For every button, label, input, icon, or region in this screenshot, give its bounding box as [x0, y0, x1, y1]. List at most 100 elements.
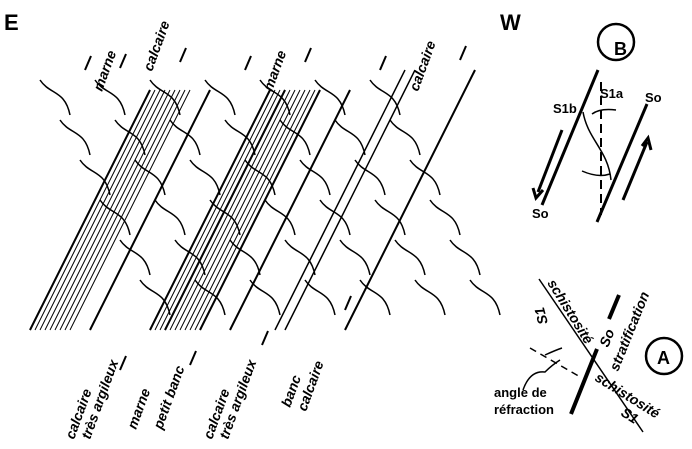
label-s1-top: S1 [531, 305, 551, 326]
cleavage-curve [314, 79, 346, 116]
clay-hatch [59, 89, 181, 331]
cleavage-curve [174, 239, 206, 276]
rotation-arrow-top [591, 108, 617, 115]
label-marne-top-1: marne [90, 48, 119, 93]
label-schistosite-top: schistosité [544, 276, 596, 347]
label-so-bottom: So [532, 206, 549, 221]
cleavage-curve [94, 79, 126, 116]
cleavage-curve [389, 119, 421, 156]
label-a: A [657, 348, 670, 368]
cleavage-curve [204, 79, 236, 116]
diagram-a [522, 278, 684, 433]
clay-hatch [194, 89, 316, 331]
label-calcaire-top-2: calcaire [406, 38, 439, 93]
arrow-head-up [640, 134, 653, 151]
bed-boundary [89, 89, 211, 331]
bed-dash-bottom [261, 330, 269, 346]
diagram-a-labels: A S1 schistosité So stratification schis… [494, 276, 670, 427]
label-a-circle [644, 336, 684, 376]
cleavage-curve [79, 159, 111, 196]
bed-dash-top [459, 45, 467, 61]
cleavage-curve [59, 119, 91, 156]
shear-arrow-up [621, 141, 649, 201]
diagram-b-labels: B S1a S1b So So [532, 39, 662, 221]
so-right-line [595, 103, 649, 223]
cleavage-curve [414, 279, 446, 316]
cleavage-curve [369, 79, 401, 116]
west-label: W [500, 10, 521, 35]
clay-hatch [154, 89, 276, 331]
clay-hatch [39, 89, 161, 331]
cleavage-curve [249, 279, 281, 316]
stratification-line-upper [607, 294, 621, 320]
cleavage-curve [149, 79, 181, 116]
rotation-arrow-bottom [581, 170, 611, 177]
cleavage-curve [244, 159, 276, 196]
diagram-b [531, 22, 653, 223]
label-calcaire-top-1: calcaire [140, 18, 173, 73]
cleavage-curve [359, 279, 391, 316]
cleavage-curve [449, 239, 481, 276]
clay-hatch [169, 89, 291, 331]
cleavage-curve [189, 159, 221, 196]
clay-hatch [34, 89, 156, 331]
schistosity-line [538, 278, 644, 433]
bed-dash-top [304, 47, 312, 63]
cleavage-curve [334, 119, 366, 156]
cleavage-curve [279, 119, 311, 156]
top-labels: marne calcaire marne calcaire [90, 18, 439, 93]
clay-hatch [164, 89, 286, 331]
cleavage-curve [209, 199, 241, 236]
cleavage-curve [154, 199, 186, 236]
cleavage-curve [409, 159, 441, 196]
bed-boundary [284, 69, 416, 331]
arrow-head-down [531, 187, 545, 202]
label-b: B [614, 39, 627, 59]
clay-hatch [179, 89, 301, 331]
cleavage-curve [224, 119, 256, 156]
cleavage-curve [339, 239, 371, 276]
cleavage-curve [194, 279, 226, 316]
clay-hatch [64, 89, 186, 331]
so-left-line [540, 69, 600, 206]
label-marne-top-2: marne [260, 48, 289, 93]
cleavage-curve [284, 239, 316, 276]
label-so-top: So [645, 90, 662, 105]
label-angle-de: angle de [494, 385, 547, 400]
label-s1-bottom: S1 [618, 404, 641, 427]
cleavage-curve [134, 159, 166, 196]
bed-boundary [199, 89, 321, 331]
label-refraction: réfraction [494, 402, 554, 417]
cleavage-curve [469, 279, 501, 316]
cleavage-curve [99, 199, 131, 236]
label-s1a: S1a [600, 86, 624, 101]
clay-hatch [54, 89, 176, 331]
cleavage-curve [304, 279, 336, 316]
east-label: E [4, 10, 19, 35]
cleavage-curve [374, 199, 406, 236]
label-s1b: S1b [553, 101, 577, 116]
cleavage-curve [39, 79, 71, 116]
clay-hatch [149, 89, 271, 331]
bed-dash-top [84, 55, 92, 71]
cleavage-curve [394, 239, 426, 276]
angle-arc [544, 347, 563, 356]
cleavage-curve [299, 159, 331, 196]
clay-hatch [174, 89, 296, 331]
label-marne-bottom: marne [124, 386, 153, 431]
bed-dash-top [119, 53, 127, 69]
cleavage-curve [114, 119, 146, 156]
label-b-circle [596, 22, 636, 62]
bed-dash-bottom [344, 295, 352, 311]
cleavage-curve [119, 239, 151, 276]
strata-block [29, 45, 501, 371]
label-so: So [596, 326, 618, 349]
bed-dash-top [244, 55, 252, 71]
clay-hatch [189, 89, 311, 331]
s1b-curve [582, 111, 612, 181]
bed-boundary [344, 69, 476, 331]
clay-hatch [184, 89, 306, 331]
cleavage-curve [169, 119, 201, 156]
